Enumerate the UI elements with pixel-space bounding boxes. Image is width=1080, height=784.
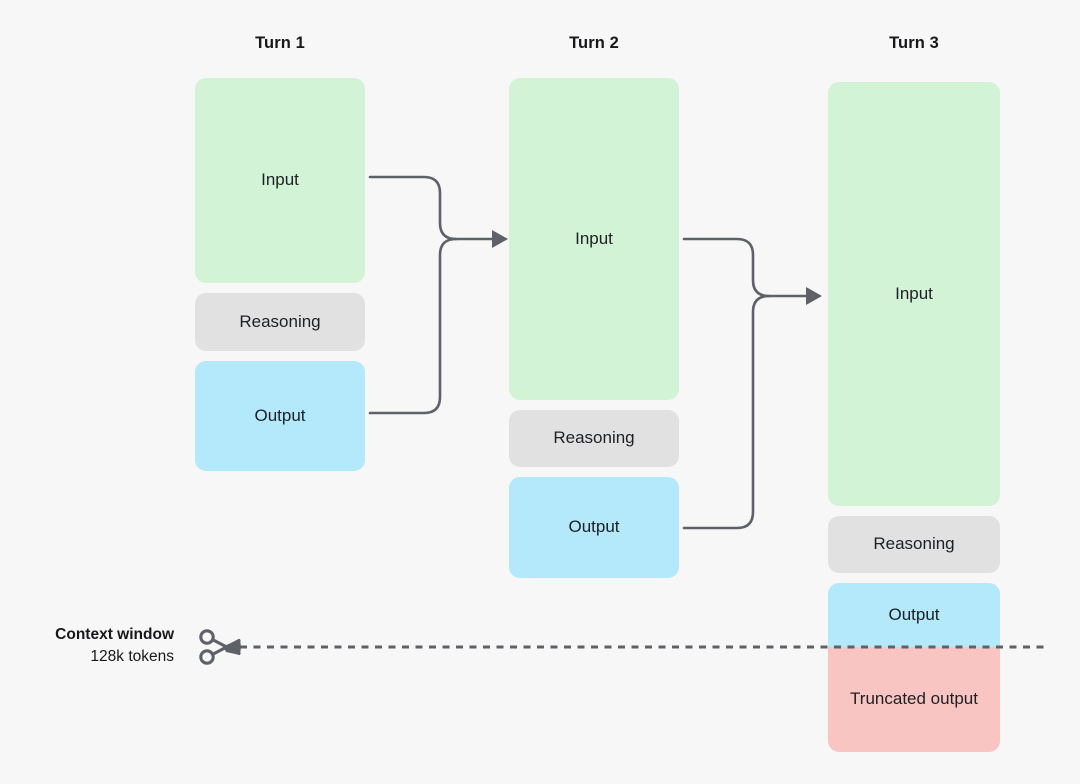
turn-2-label: Turn 2 (569, 34, 619, 52)
context-window-label: Context window 128k tokens (0, 624, 174, 669)
scissors-icon (199, 629, 241, 665)
turn-1-output-block: Output (195, 361, 365, 471)
turn-3-reasoning-block: Reasoning (828, 516, 1000, 573)
connector-turn1-to-turn2 (368, 175, 500, 415)
arrowhead-turn3-input (806, 287, 822, 305)
turn-3-truncated-output-block: Truncated output (828, 647, 1000, 752)
turn-3-input-block: Input (828, 82, 1000, 506)
context-window-subtitle: 128k tokens (90, 648, 174, 666)
turn-2-input-block: Input (509, 78, 679, 400)
turn-3-label: Turn 3 (889, 34, 939, 52)
context-window-title: Context window (55, 626, 174, 643)
connector-turn2-to-turn3 (682, 237, 814, 530)
turn-2-reasoning-block: Reasoning (509, 410, 679, 467)
scissors-blade-fill (224, 639, 241, 655)
turn-3-output-block: Output (828, 583, 1000, 647)
turn-2-output-block: Output (509, 477, 679, 578)
arrowhead-turn2-input (492, 230, 508, 248)
turn-1-label: Turn 1 (255, 34, 305, 52)
turn-1-reasoning-block: Reasoning (195, 293, 365, 351)
turn-1-input-block: Input (195, 78, 365, 283)
